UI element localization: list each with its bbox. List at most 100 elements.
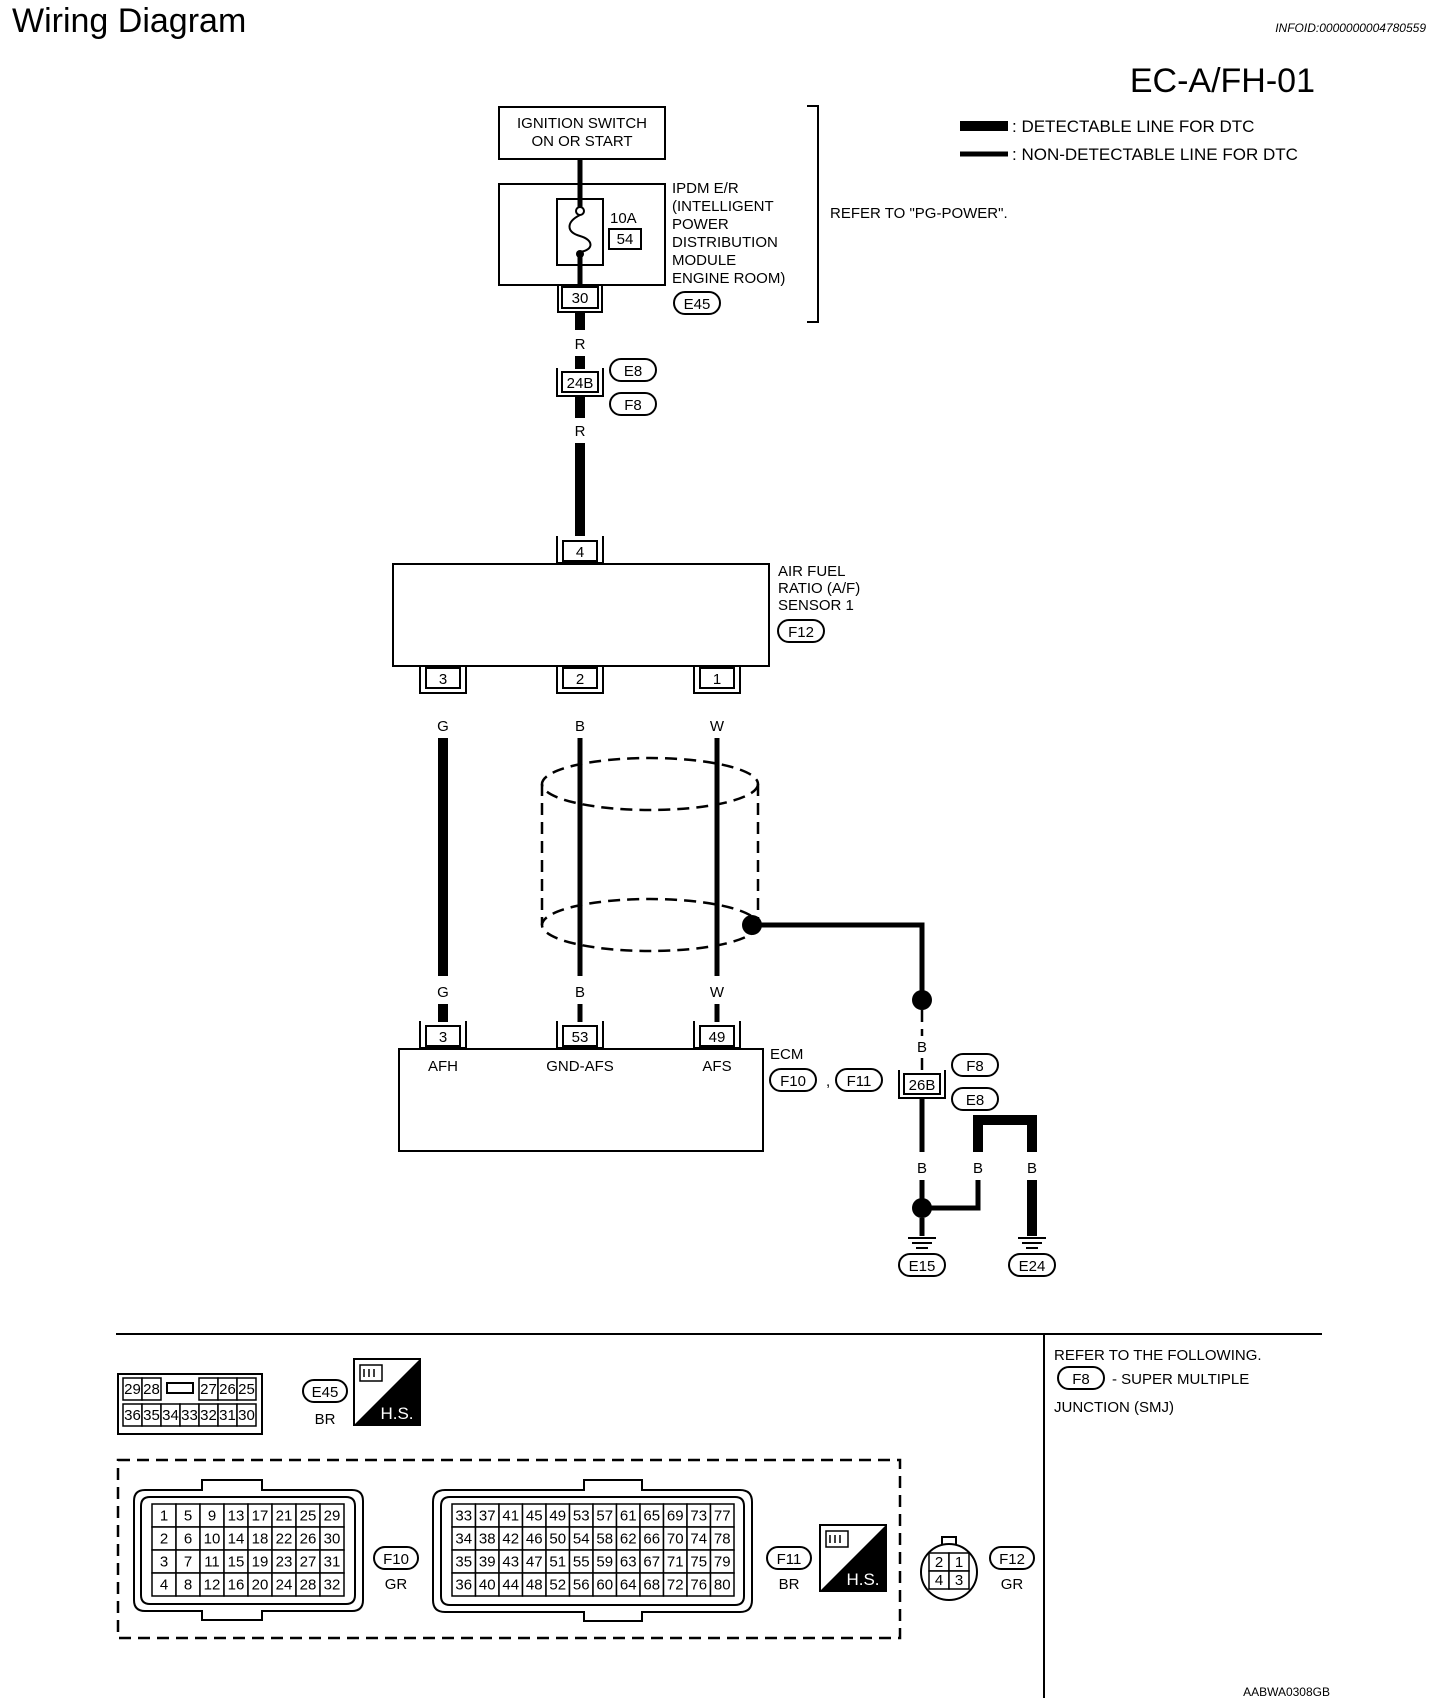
connector-view-e45-badge <box>302 1379 348 1403</box>
f10-pin-2: 2 <box>160 1531 168 1548</box>
sensor-terminal-1-housing <box>693 666 741 694</box>
info-id: INFOID:0000000004780559 <box>1275 21 1426 35</box>
e45-pin-33: 33 <box>181 1407 198 1424</box>
ecm-terminal-53-box <box>562 1025 598 1047</box>
ecm-connector-frame <box>116 1458 902 1640</box>
ecm-terminal-3: 3 <box>439 1029 447 1046</box>
ignition-label-2: ON OR START <box>531 133 632 150</box>
f10-pin-30: 30 <box>324 1531 341 1548</box>
f11-pin-53: 53 <box>573 1508 590 1525</box>
connector-f12-label: F12 <box>788 624 814 641</box>
ecm-terminal-53: 53 <box>572 1029 589 1046</box>
wire-shield-drain <box>752 922 925 998</box>
refer-following-line2: - SUPER MULTIPLE <box>1112 1371 1249 1388</box>
page-title: Wiring Diagram <box>12 2 246 40</box>
harness-side-icon-2: H.S. <box>819 1524 887 1592</box>
ecm-connector-separator: , <box>826 1073 830 1090</box>
f10-inner <box>140 1496 356 1605</box>
f11-pin-47: 47 <box>526 1554 543 1571</box>
wire-color-b-lower: B <box>575 984 585 1001</box>
wire-color-g-lower: G <box>437 984 449 1001</box>
wire-color-g-upper: G <box>437 718 449 735</box>
refer-pg-power: REFER TO "PG-POWER". <box>830 205 1008 222</box>
sensor-terminal-1: 1 <box>713 671 721 688</box>
f10-pin-18: 18 <box>252 1531 269 1548</box>
ecm-terminal-49-box <box>699 1025 735 1047</box>
f11-pin-49: 49 <box>549 1508 566 1525</box>
sensor-terminal-2-box <box>562 667 598 689</box>
connector-e8-ground-label: E8 <box>966 1092 984 1109</box>
f11-pin-58: 58 <box>596 1531 613 1548</box>
f11-pin-61: 61 <box>620 1508 637 1525</box>
ipdm-terminal-box <box>561 286 599 309</box>
f10-pin-4: 4 <box>160 1577 168 1594</box>
sensor-terminal-4-box <box>562 540 598 562</box>
ecm-label: ECM <box>770 1046 803 1063</box>
e45-pin-35: 35 <box>143 1407 160 1424</box>
connector-f10-badge <box>769 1068 817 1092</box>
sensor-terminal-2-housing <box>556 666 604 694</box>
f11-pin-66: 66 <box>643 1531 660 1548</box>
ecm-terminal-49: 49 <box>709 1029 726 1046</box>
connector-view-f12-label: F12 <box>999 1551 1025 1568</box>
ground-e15-badge <box>898 1253 946 1277</box>
f11-pin-48: 48 <box>526 1577 543 1594</box>
sensor-terminal-2: 2 <box>576 671 584 688</box>
ignition-label-1: IGNITION SWITCH <box>517 115 647 132</box>
connector-e8-ground-badge <box>951 1087 999 1111</box>
sensor-terminal-4: 4 <box>576 544 584 561</box>
connector-f11-badge <box>835 1068 883 1092</box>
f11-pin-60: 60 <box>596 1577 613 1594</box>
harness-side-label: H.S. <box>380 1404 413 1423</box>
connector-e8-badge <box>609 358 657 382</box>
af-sensor-box <box>392 563 770 667</box>
wire-b-ground-2a <box>922 1180 981 1211</box>
f11-pin-39: 39 <box>479 1554 496 1571</box>
e45-pin-27: 27 <box>200 1381 217 1398</box>
ipdm-label-1: IPDM E/R <box>672 180 739 197</box>
refer-following-line3: JUNCTION (SMJ) <box>1054 1399 1174 1416</box>
f10-pin-23: 23 <box>276 1554 293 1571</box>
f12-pin-4: 4 <box>935 1572 943 1589</box>
connector-view-f12-color: GR <box>1001 1576 1024 1593</box>
f10-pin-8: 8 <box>184 1577 192 1594</box>
f11-pin-50: 50 <box>549 1531 566 1548</box>
e45-key-slot <box>166 1382 194 1394</box>
f10-pin-26: 26 <box>300 1531 317 1548</box>
fuse-number-box <box>608 228 642 250</box>
f11-pin-62: 62 <box>620 1531 637 1548</box>
legend-detectable: : DETECTABLE LINE FOR DTC <box>1012 117 1254 136</box>
ecm-terminal-53-group: 53 <box>556 1021 604 1049</box>
e45-pin-31: 31 <box>219 1407 236 1424</box>
ipdm-label-5: MODULE <box>672 252 736 269</box>
f10-pin-10: 10 <box>204 1531 221 1548</box>
ipdm-label-2: (INTELLIGENT <box>672 198 774 215</box>
connector-view-e45-color: BR <box>315 1411 336 1428</box>
e45-pin-30: 30 <box>238 1407 255 1424</box>
ignition-switch-box <box>498 106 666 160</box>
ground-e24-icon <box>1018 1237 1046 1249</box>
f10-pin-15: 15 <box>228 1554 245 1571</box>
sensor-terminal-3-group: 3 <box>419 666 467 694</box>
f10-pin-13: 13 <box>228 1508 245 1525</box>
f11-pin-71: 71 <box>667 1554 684 1571</box>
f11-pin-80-cell <box>709 1572 735 1597</box>
junction-24b-terminal: 24B <box>567 375 594 392</box>
diagram-code: EC-A/FH-01 <box>1130 62 1315 100</box>
connector-e45-badge <box>673 291 721 315</box>
f11-pin-80: 80 <box>714 1577 731 1594</box>
ipdm-terminal: 30 <box>572 290 589 307</box>
wire-color-r-upper: R <box>575 336 586 353</box>
f10-pin-32: 32 <box>324 1577 341 1594</box>
wire-b-ground-2b <box>973 1115 1037 1152</box>
footer-code: AABWA0308GB <box>1243 1685 1330 1699</box>
f11-pin-41: 41 <box>502 1508 519 1525</box>
shield-drain-dot <box>912 990 932 1010</box>
wire-color-b-upper: B <box>575 718 585 735</box>
e45-pin-25: 25 <box>238 1381 255 1398</box>
connector-f8-ground-badge <box>951 1053 999 1077</box>
